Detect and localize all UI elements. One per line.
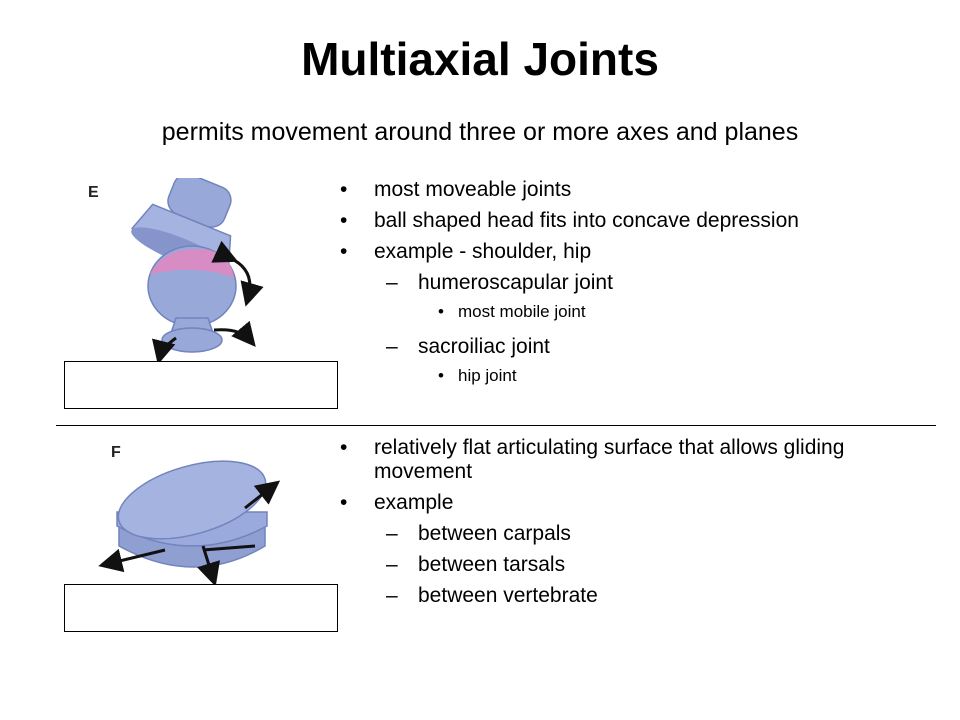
sub-sub-bullet-item: • hip joint	[340, 366, 940, 386]
dash-marker: –	[386, 584, 398, 607]
bullet-marker: •	[340, 178, 348, 201]
sub-bullet-item: –between vertebrate	[340, 584, 940, 608]
figure-letter-f: F	[111, 444, 121, 461]
bullet-text: example	[374, 491, 454, 514]
sub-bullet-item: –between tarsals	[340, 553, 940, 577]
gliding-joint-figure: F	[95, 442, 325, 592]
ball-and-socket-joint-icon	[131, 173, 264, 365]
bullet-marker: •	[340, 240, 348, 263]
bullet-marker: •	[340, 491, 348, 514]
bullet-text: relatively flat articulating surface tha…	[374, 436, 845, 483]
sub-bullet-item: –humeroscapular joint	[340, 271, 940, 295]
dash-marker: –	[386, 522, 398, 545]
dash-marker: –	[386, 553, 398, 576]
caption-box	[64, 361, 338, 409]
bullet-item: • example	[340, 491, 940, 515]
dash-marker: –	[386, 271, 398, 294]
caption-box	[64, 584, 338, 632]
bullet-list-gliding: • relatively flat articulating surface th…	[340, 436, 940, 615]
slide-title: Multiaxial Joints	[301, 33, 659, 85]
sub-bullet-text: between vertebrate	[418, 584, 598, 607]
bullet-list-multiaxial: • most moveable joints • ball shaped head …	[340, 178, 940, 399]
bullet-item: • example - shoulder, hip	[340, 240, 940, 264]
gliding-joint-icon	[98, 460, 281, 587]
sub-bullet-text: between tarsals	[418, 553, 566, 576]
bullet-text: ball shaped head fits into concave depre…	[374, 209, 799, 232]
sub-bullet-item: –sacroiliac joint	[340, 335, 940, 359]
bullet-marker: •	[340, 209, 348, 232]
bullet-item: • ball shaped head fits into concave depr…	[340, 209, 940, 233]
bullet-text: most moveable joints	[374, 178, 572, 201]
bullet-item: • relatively flat articulating surface th…	[340, 436, 940, 484]
sub-bullet-item: –between carpals	[340, 522, 940, 546]
bullet-marker: •	[438, 366, 444, 385]
sub-sub-bullet-item: • most mobile joint	[340, 302, 940, 322]
slide-subtitle: permits movement around three or more ax…	[161, 118, 799, 146]
bullet-text: example - shoulder, hip	[374, 240, 592, 263]
dash-marker: –	[386, 335, 398, 358]
bullet-item: • most moveable joints	[340, 178, 940, 202]
sub-bullet-text: between carpals	[418, 522, 571, 545]
sub-sub-bullet-text: hip joint	[458, 366, 517, 385]
bullet-marker: •	[340, 436, 348, 459]
sub-bullet-text: humeroscapular joint	[418, 271, 613, 294]
sub-bullet-text: sacroiliac joint	[418, 335, 550, 358]
figure-letter-e: E	[88, 184, 99, 201]
bullet-marker: •	[438, 302, 444, 321]
sub-sub-bullet-text: most mobile joint	[458, 302, 586, 321]
ball-and-socket-joint-figure: E	[80, 173, 320, 365]
section-divider	[56, 425, 936, 426]
